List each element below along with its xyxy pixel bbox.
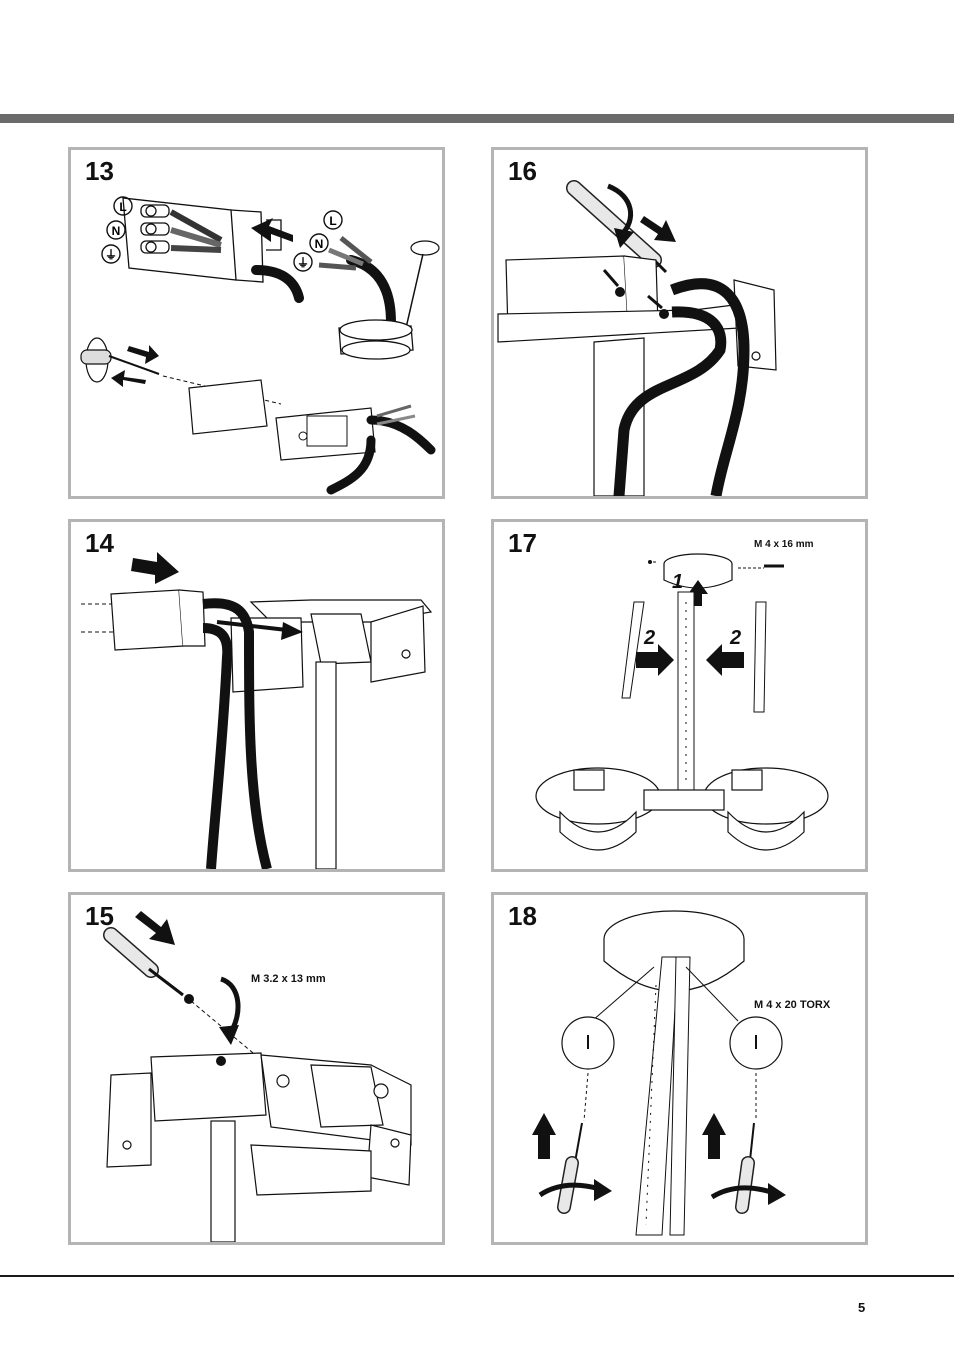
terminal-label: N (315, 237, 324, 251)
screw-spec-label: M 3.2 x 13 mm (251, 973, 326, 985)
step-18-illustration (532, 910, 786, 1236)
header-bar (0, 114, 954, 123)
step-15-illustration (103, 911, 412, 1242)
screw-spec-label: M 4 x 20 TORX (754, 999, 831, 1011)
sequence-marker-2-left: 2 (644, 627, 656, 649)
terminal-label: L (329, 214, 336, 228)
step-17-illustration (535, 553, 829, 851)
step-number: 14 (85, 528, 114, 558)
step-16-panel: 16 (491, 147, 868, 499)
step-number: 16 (508, 156, 537, 186)
step-13-illustration: LN⏚LN⏚ (80, 196, 440, 495)
terminal-label: L (119, 200, 126, 214)
footer-rule (0, 1275, 954, 1277)
step-15-panel: 15 M 3.2 x 13 mm (68, 892, 445, 1245)
step-18-panel: 18 M 4 x 20 TORX (491, 892, 868, 1245)
screw-spec-label: M 4 x 16 mm (754, 539, 814, 550)
step-16-illustration (497, 180, 777, 496)
step-17-panel: 17 M 4 x 16 mm 1 2 2 (491, 519, 868, 872)
step-14-panel: 14 (68, 519, 445, 872)
sequence-marker-1: 1 (672, 571, 684, 593)
terminal-label: ⏚ (297, 256, 309, 270)
terminal-label: ⏚ (105, 248, 117, 262)
sequence-marker-2-right: 2 (730, 627, 742, 649)
step-number: 17 (508, 528, 537, 558)
step-14-illustration (81, 552, 433, 869)
step-number: 13 (85, 156, 114, 186)
page-number: 5 (858, 1300, 866, 1315)
step-number: 15 (85, 901, 114, 931)
terminal-label: N (112, 224, 121, 238)
step-number: 18 (508, 901, 537, 931)
